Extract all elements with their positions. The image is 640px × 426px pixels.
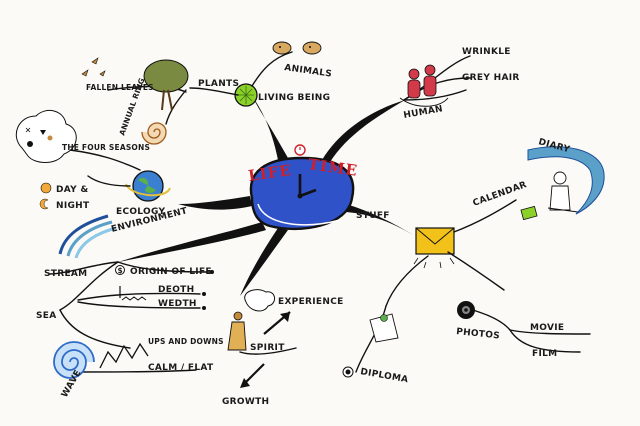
label-depth: DEOTH: [158, 285, 194, 295]
camera-icon: [457, 301, 475, 319]
label-calm-flat: CALM / FLAT: [148, 363, 214, 373]
moon-icon: [39, 198, 49, 210]
origin-icon: [115, 265, 125, 275]
fallen-leaves-icon: [81, 57, 106, 77]
spirit-cluster: [227, 289, 297, 388]
label-living-being: LIVING BEING: [258, 93, 330, 103]
life-time-clock: [249, 144, 355, 231]
label-grey-hair: GREY HAIR: [462, 73, 520, 83]
calendar-icon: [520, 205, 538, 221]
sea-cluster: $: [49, 261, 214, 379]
four-seasons-icon: [15, 109, 77, 163]
label-sea: SEA: [36, 311, 57, 321]
label-calendar: CALENDAR: [472, 180, 529, 209]
label-ecology: ECOLOGY: [116, 207, 165, 217]
main-branches: [118, 96, 418, 296]
title-life: LIFE: [247, 161, 293, 185]
label-diploma: DIPLOMA: [359, 367, 409, 385]
diploma-icon: [342, 313, 399, 378]
label-stuff: STUFF: [356, 211, 390, 221]
label-fallen-leaves: FALLEN LEAVES: [86, 83, 154, 92]
label-human: HUMAN: [403, 104, 444, 121]
thought-bubble-icon: [244, 289, 275, 312]
sun-icon: [40, 182, 52, 194]
branch-ecology: [178, 196, 252, 210]
stream-icon: [58, 214, 117, 259]
branch-living-being: [252, 96, 288, 160]
envelope-icon: [413, 227, 455, 269]
label-night: NIGHT: [56, 201, 90, 211]
label-movie: MOVIE: [530, 323, 564, 333]
wave-icon: [53, 341, 95, 379]
label-experience: EXPERIENCE: [278, 297, 344, 307]
branch-spirit: [240, 228, 288, 296]
branch-stuff: [346, 204, 418, 238]
branch-sea: [118, 222, 266, 262]
label-photos: PHOTOS: [456, 327, 501, 342]
label-ups-and-downs: UPS AND DOWNS: [148, 337, 224, 346]
stuff-cluster: [342, 146, 605, 378]
label-spirit: SPIRIT: [250, 343, 285, 353]
diary-ribbon-icon: [527, 146, 605, 215]
human-cluster: [399, 55, 471, 107]
label-plants: PLANTS: [198, 79, 239, 89]
person-writing-icon: [547, 171, 579, 213]
animals-icon: [272, 41, 322, 55]
label-stream: STREAM: [44, 269, 87, 279]
branch-human: [322, 100, 405, 162]
label-growth: GROWTH: [222, 397, 269, 407]
svg-text:$: $: [118, 266, 123, 275]
meditating-figure-icon: [227, 311, 247, 351]
label-wrinkle: WRINKLE: [462, 47, 511, 57]
label-four-seasons: THE FOUR SEASONS: [62, 143, 150, 152]
label-width: WEDTH: [158, 299, 197, 309]
ecology-cluster: [15, 109, 171, 259]
label-origin-of-life: ORIGIN OF LIFE: [130, 267, 212, 277]
label-film: FILM: [532, 349, 557, 359]
annual-ring-icon: [141, 122, 167, 145]
human-figures-icon: [399, 64, 449, 107]
tree-icon: [143, 59, 189, 111]
living-being-cluster: [81, 41, 322, 145]
label-day: DAY &: [56, 185, 89, 195]
label-animals: ANIMALS: [284, 63, 333, 80]
